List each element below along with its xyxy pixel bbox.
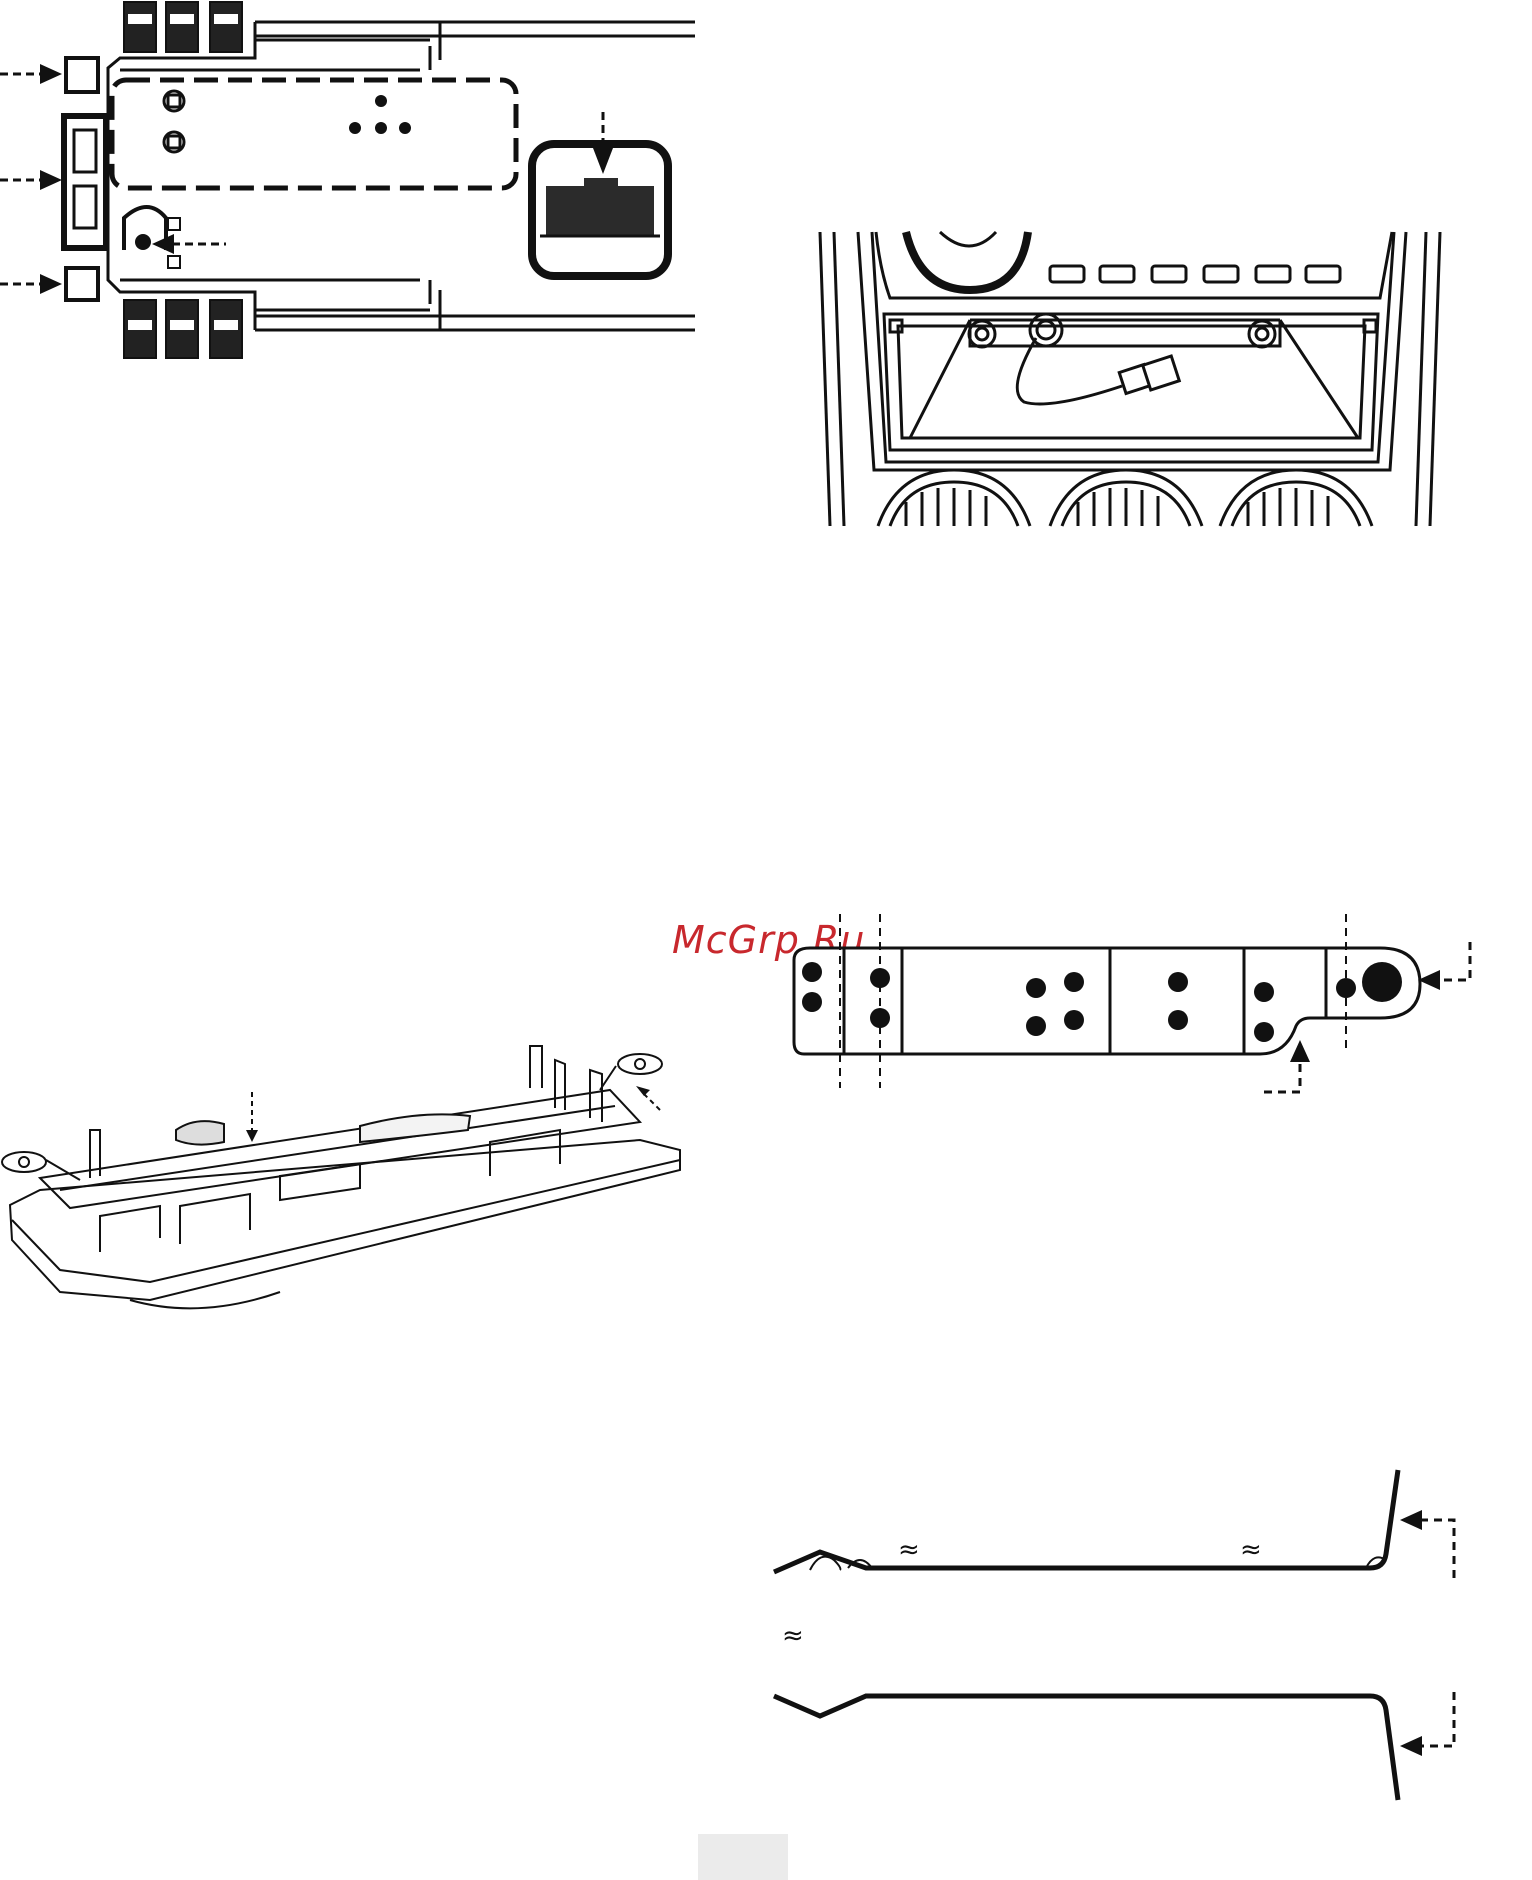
arrow-right-icon	[0, 170, 62, 190]
connector-icon	[1119, 356, 1179, 393]
arrow-diagonal-icon	[636, 1086, 660, 1110]
mounting-strap-diagram	[780, 900, 1500, 1100]
air-vent-icon	[1220, 470, 1372, 526]
arrow-right-icon	[0, 64, 62, 84]
arrow-down-icon	[246, 1092, 258, 1142]
approx-symbol: ≈	[1240, 1535, 1262, 1565]
arrow-left-icon	[1418, 942, 1470, 990]
page-number-tab	[698, 1834, 788, 1880]
arrow-left-icon	[152, 234, 226, 254]
mounting-sleeve-diagram	[0, 0, 700, 360]
arrow-left-icon	[1400, 1692, 1454, 1756]
approx-symbol: ≈	[898, 1535, 920, 1565]
arrow-left-icon	[1400, 1510, 1454, 1578]
air-vent-icon	[878, 470, 1030, 526]
removal-keys-diagram: ≈ ≈ ≈	[770, 1460, 1490, 1820]
dashboard-opening-diagram	[810, 230, 1450, 530]
arrow-right-icon	[0, 274, 62, 294]
radio-chassis-diagram	[0, 1030, 700, 1310]
approx-symbol: ≈	[782, 1621, 804, 1651]
air-vent-icon	[1050, 470, 1202, 526]
